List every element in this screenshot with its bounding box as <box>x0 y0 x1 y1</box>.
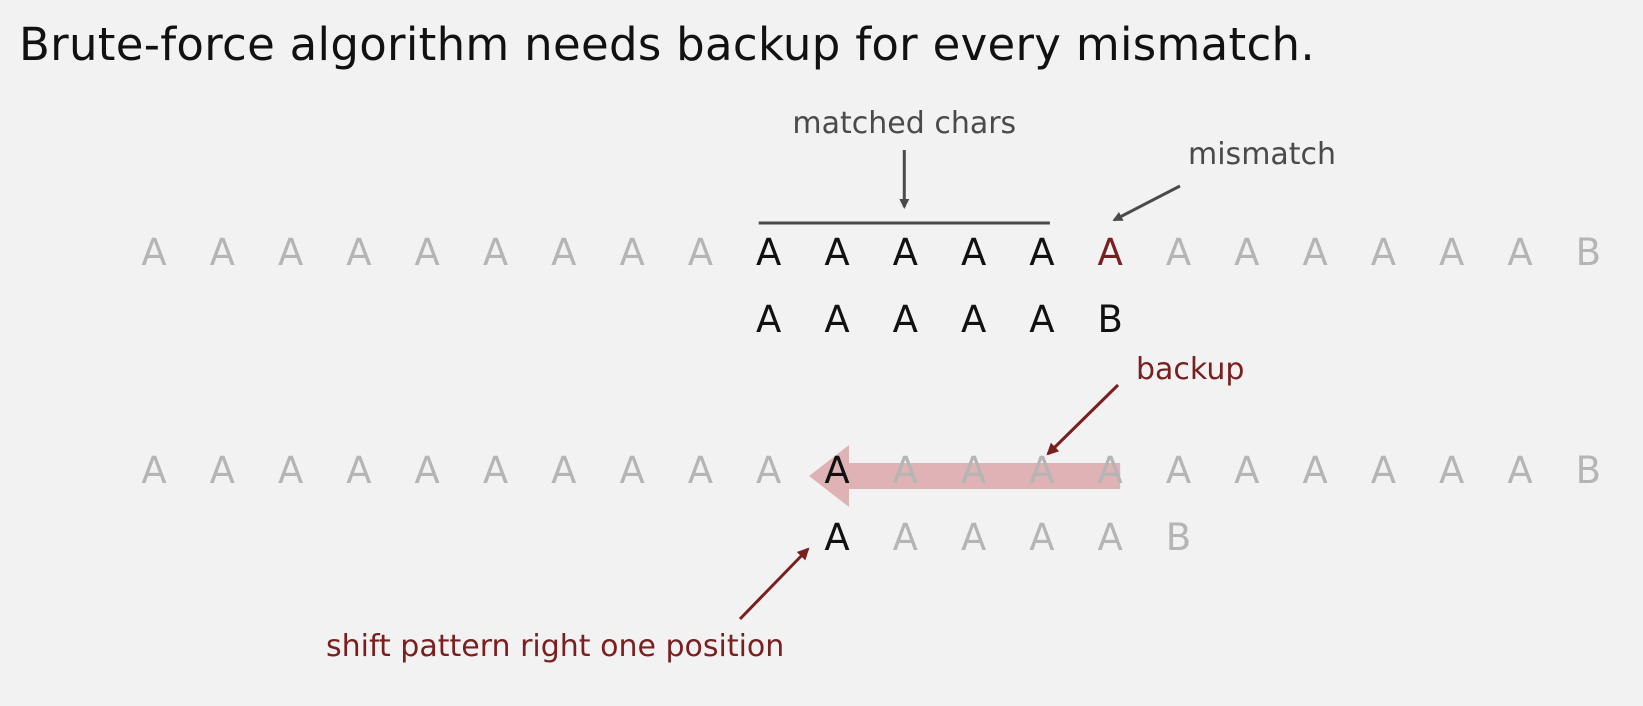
step2-text-char-1: A <box>210 449 235 492</box>
matched-chars-label: matched chars <box>792 106 1016 141</box>
step1-pattern-char-1: A <box>824 298 849 341</box>
backup-arrow <box>1046 383 1120 456</box>
backup-band <box>809 445 1121 507</box>
step2-text-char-10: A <box>824 449 849 492</box>
mismatch-label: mismatch <box>1188 137 1336 172</box>
step2-text-char-3: A <box>346 449 371 492</box>
step1-text-char-17: A <box>1302 231 1327 274</box>
step1-text-char-14: A <box>1098 231 1123 274</box>
step2-pattern-char-1: A <box>893 516 918 559</box>
shift-annotation: shift pattern right one position <box>326 547 810 664</box>
step2-text-char-2: A <box>278 449 303 492</box>
step1-text-char-6: A <box>551 231 576 274</box>
step1-text-char-16: A <box>1234 231 1259 274</box>
step1-text-char-0: A <box>141 231 166 274</box>
step1-pattern-char-3: A <box>961 298 986 341</box>
step1-text-char-2: A <box>278 231 303 274</box>
step2-text-char-5: A <box>483 449 508 492</box>
mismatch-annotation: mismatch <box>1112 137 1336 222</box>
step2-text-char-16: A <box>1234 449 1259 492</box>
step1-text-char-7: A <box>619 231 644 274</box>
step1-pattern-char-2: A <box>893 298 918 341</box>
step2-text-char-13: A <box>1029 449 1054 492</box>
step1-text-char-19: A <box>1439 231 1464 274</box>
mismatch-arrow <box>1112 184 1181 222</box>
step1-text-char-5: A <box>483 231 508 274</box>
matched-annotation: matched chars <box>758 106 1050 225</box>
shift-label: shift pattern right one position <box>326 629 784 664</box>
step1-text-char-12: A <box>961 231 986 274</box>
backup-band-arrowhead <box>809 445 849 507</box>
step1-text-char-11: A <box>893 231 918 274</box>
step2-text-char-15: A <box>1166 449 1191 492</box>
step1-text-char-3: A <box>346 231 371 274</box>
step2-text-char-21: B <box>1576 449 1601 492</box>
step1-pattern-char-4: A <box>1029 298 1054 341</box>
step2-pattern-char-5: B <box>1166 516 1191 559</box>
backup-annotation: backup <box>1046 352 1244 456</box>
step2-text-char-12: A <box>961 449 986 492</box>
step2-text-char-9: A <box>756 449 781 492</box>
step1-text-char-15: A <box>1166 231 1191 274</box>
slide-title: Brute-force algorithm needs backup for e… <box>19 18 1315 71</box>
step2-text-char-20: A <box>1507 449 1532 492</box>
backup-label: backup <box>1136 352 1244 387</box>
step2-text-char-0: A <box>141 449 166 492</box>
step2-text-char-11: A <box>893 449 918 492</box>
step2-text-char-4: A <box>415 449 440 492</box>
step1-text-char-21: B <box>1576 231 1601 274</box>
step2-text-char-7: A <box>619 449 644 492</box>
backup-band-bar <box>839 463 1121 489</box>
step1-text-char-10: A <box>824 231 849 274</box>
step1-text-char-9: A <box>756 231 781 274</box>
step2-text-char-6: A <box>551 449 576 492</box>
shift-arrow <box>738 547 810 621</box>
step1-text-char-4: A <box>415 231 440 274</box>
step2-text-char-8: A <box>688 449 713 492</box>
step1-text-char-18: A <box>1371 231 1396 274</box>
step1-text-char-8: A <box>688 231 713 274</box>
step2-text-char-17: A <box>1302 449 1327 492</box>
step1-text-char-20: A <box>1507 231 1532 274</box>
step2-text-char-14: A <box>1098 449 1123 492</box>
step1-text-char-13: A <box>1029 231 1054 274</box>
step2-text-char-18: A <box>1371 449 1396 492</box>
step2-pattern-char-2: A <box>961 516 986 559</box>
step1-text-char-1: A <box>210 231 235 274</box>
step2-pattern-char-4: A <box>1098 516 1123 559</box>
step1-pattern-char-5: B <box>1098 298 1123 341</box>
step2-pattern-char-3: A <box>1029 516 1054 559</box>
step2-text-char-19: A <box>1439 449 1464 492</box>
step2-pattern-char-0: A <box>824 516 849 559</box>
step1-pattern-char-0: A <box>756 298 781 341</box>
